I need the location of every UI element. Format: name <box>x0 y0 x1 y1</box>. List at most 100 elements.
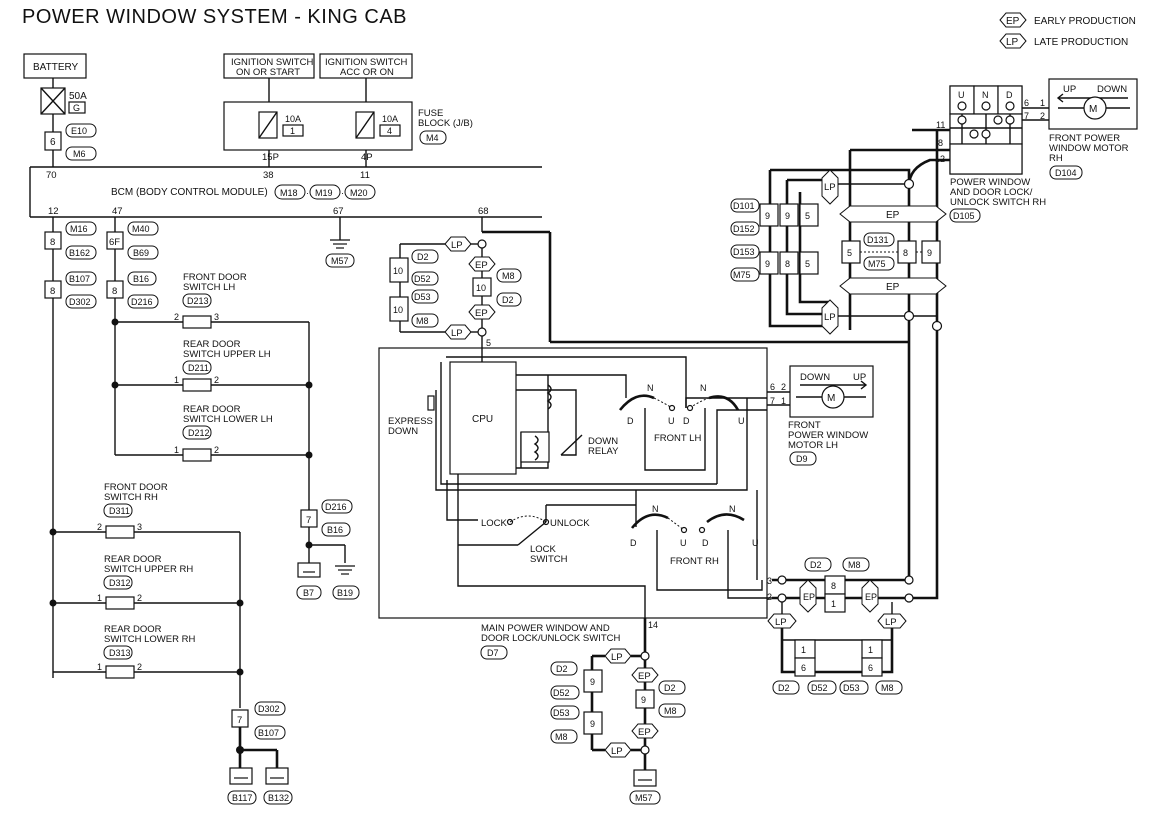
svg-text:B117: B117 <box>232 793 252 803</box>
svg-text:LATE PRODUCTION: LATE PRODUCTION <box>1034 37 1128 48</box>
svg-text:5: 5 <box>805 211 810 221</box>
svg-text:CPU: CPU <box>472 414 493 425</box>
svg-text:D52: D52 <box>414 274 431 284</box>
svg-text:M18: M18 <box>280 188 298 198</box>
svg-text:POWER WINDOW: POWER WINDOW <box>950 177 1030 188</box>
svg-text:D212: D212 <box>188 428 210 438</box>
svg-text:WINDOW MOTOR: WINDOW MOTOR <box>1049 143 1129 154</box>
fuse-block: 10A 1 10A 4 <box>223 101 413 151</box>
svg-text:M19: M19 <box>315 188 333 198</box>
svg-text:M: M <box>1089 104 1097 115</box>
svg-text:M: M <box>827 393 835 404</box>
svg-text:U: U <box>738 416 745 426</box>
svg-text:SWITCH LOWER LH: SWITCH LOWER LH <box>183 414 273 425</box>
fuse-block-label: FUSE <box>418 108 443 119</box>
svg-text:D52: D52 <box>811 683 828 693</box>
svg-text:D9: D9 <box>796 454 808 464</box>
svg-text:1: 1 <box>97 662 102 672</box>
svg-text:10A: 10A <box>382 114 398 124</box>
svg-text:LP: LP <box>611 652 623 663</box>
svg-text:SWITCH RH: SWITCH RH <box>104 492 158 503</box>
svg-text:8: 8 <box>903 248 908 258</box>
svg-text:D: D <box>683 416 690 426</box>
rear-door-switch-upper-lh <box>182 378 212 392</box>
svg-text:E10: E10 <box>71 126 87 136</box>
svg-text:7: 7 <box>237 715 242 726</box>
svg-text:IGNITION SWITCH: IGNITION SWITCH <box>231 57 313 68</box>
svg-text:POWER WINDOW: POWER WINDOW <box>788 430 868 441</box>
svg-text:D313: D313 <box>109 648 131 658</box>
svg-text:D2: D2 <box>664 683 676 693</box>
svg-text:M8: M8 <box>502 271 515 281</box>
svg-text:D152: D152 <box>733 224 755 234</box>
front-power-window-motor-rh: UP DOWN M <box>1048 78 1138 130</box>
svg-text:·: · <box>306 188 309 198</box>
svg-text:15P: 15P <box>262 152 279 163</box>
svg-text:U: U <box>752 538 759 548</box>
svg-text:FRONT LH: FRONT LH <box>654 433 701 444</box>
svg-text:SWITCH: SWITCH <box>530 554 568 565</box>
svg-text:6: 6 <box>801 663 806 673</box>
svg-text:3: 3 <box>214 312 219 322</box>
svg-text:UP: UP <box>1063 84 1076 95</box>
svg-text:N: N <box>982 90 989 100</box>
svg-text:10: 10 <box>476 283 486 293</box>
main-switch-name: MAIN POWER WINDOW AND <box>481 623 610 634</box>
ignition-switch-acc-on: IGNITION SWITCH ACC OR ON <box>319 53 413 79</box>
svg-text:2: 2 <box>214 445 219 455</box>
svg-text:2: 2 <box>137 593 142 603</box>
svg-text:EP: EP <box>475 308 488 319</box>
svg-text:8: 8 <box>50 286 55 297</box>
svg-text:3: 3 <box>137 522 142 532</box>
svg-text:9: 9 <box>641 695 646 705</box>
svg-text:EP: EP <box>886 282 900 293</box>
svg-text:10: 10 <box>393 266 403 276</box>
svg-text:4: 4 <box>387 126 392 136</box>
legend-lp: LP LATE PRODUCTION <box>999 33 1128 49</box>
battery: BATTERY <box>23 53 87 79</box>
svg-text:9: 9 <box>590 677 595 687</box>
svg-text:D7: D7 <box>487 648 499 658</box>
svg-text:1: 1 <box>868 645 873 655</box>
ignition-switch-on-start: IGNITION SWITCH ON OR START <box>223 53 315 79</box>
svg-text:D53: D53 <box>553 708 570 718</box>
svg-text:EP: EP <box>638 671 651 682</box>
svg-text:5: 5 <box>805 259 810 269</box>
svg-text:LOCK: LOCK <box>481 518 508 529</box>
svg-text:M8: M8 <box>664 706 677 716</box>
svg-text:EP: EP <box>475 260 488 271</box>
rh-power-window-switch: U N D <box>949 85 1023 175</box>
svg-text:50A: 50A <box>69 91 87 102</box>
svg-text:RELAY: RELAY <box>588 446 619 457</box>
svg-text:AND DOOR LOCK/: AND DOOR LOCK/ <box>950 187 1033 198</box>
svg-text:LP: LP <box>885 617 897 628</box>
svg-text:10: 10 <box>393 305 403 315</box>
svg-text:FRONT RH: FRONT RH <box>670 556 719 567</box>
svg-text:68: 68 <box>478 206 489 217</box>
svg-text:4P: 4P <box>361 152 373 163</box>
fusible-link-50a: 50A G <box>40 87 87 115</box>
svg-text:67: 67 <box>333 206 344 217</box>
svg-text:B107: B107 <box>258 728 279 738</box>
svg-text:N: N <box>729 504 736 514</box>
svg-text:G: G <box>73 103 80 113</box>
svg-text:LP: LP <box>824 182 836 193</box>
svg-text:DOWN: DOWN <box>1097 84 1127 95</box>
svg-text:D302: D302 <box>258 704 280 714</box>
main-power-window-switch: CPU EXPRESS DOWN DOWN RELAY N N D U D U <box>378 347 772 619</box>
svg-text:B16: B16 <box>327 525 343 535</box>
svg-text:D105: D105 <box>953 211 975 221</box>
svg-text:D52: D52 <box>553 688 570 698</box>
legend-ep: EP EARLY PRODUCTION <box>999 12 1136 28</box>
svg-text:D2: D2 <box>502 295 514 305</box>
svg-text:D2: D2 <box>417 252 429 262</box>
svg-text:ACC OR ON: ACC OR ON <box>340 67 394 78</box>
svg-text:8: 8 <box>785 259 790 269</box>
svg-text:7: 7 <box>770 396 775 406</box>
svg-text:1: 1 <box>290 126 295 136</box>
svg-text:D153: D153 <box>733 247 755 257</box>
svg-text:2: 2 <box>137 662 142 672</box>
svg-text:U: U <box>668 416 675 426</box>
svg-text:EP: EP <box>865 592 877 602</box>
rear-door-switch-lower-rh-label: REAR DOOR <box>104 624 162 635</box>
